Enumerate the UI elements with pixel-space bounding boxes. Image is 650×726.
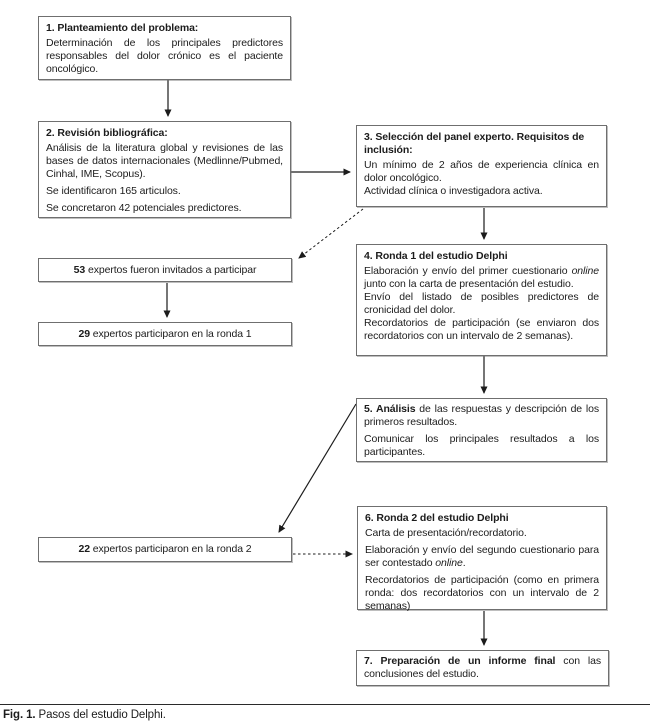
step-text: Recordatorios de participación (se envia… <box>364 317 599 342</box>
step-title: 3. Selección del panel experto. Requisit… <box>364 131 585 156</box>
step-text: Recordatorios de participación (como en … <box>365 574 599 612</box>
step-box-6-ronda-2: 6. Ronda 2 del estudio Delphi Carta de p… <box>357 506 607 612</box>
figure-caption-label: Fig. 1. <box>3 709 36 721</box>
count-box-invited: 53 expertos fueron invitados a participa… <box>38 258 292 282</box>
step-text: 7. Preparación de un informe final con l… <box>364 655 601 680</box>
figure-caption: Fig. 1.Pasos del estudio Delphi. <box>3 709 166 721</box>
online-italic: online <box>435 557 463 569</box>
count-box-round2: 22 expertos participaron en la ronda 2 <box>38 537 292 562</box>
step-text: Carta de presentación/recordatorio. <box>365 527 527 539</box>
step-box-7-informe-final: 7. Preparación de un informe final con l… <box>356 650 609 686</box>
step-title: 1. Planteamiento del problema: <box>46 22 199 34</box>
count-text: 22 expertos participaron en la ronda 2 <box>78 543 252 555</box>
online-italic: online <box>571 265 600 277</box>
step-title: 4. Ronda 1 del estudio Delphi <box>364 250 508 262</box>
step-text: Se concretaron 42 potenciales predictore… <box>46 202 242 214</box>
step-text: Actividad clínica o investigadora activa… <box>364 185 543 197</box>
step-box-4-ronda-1: 4. Ronda 1 del estudio Delphi Elaboració… <box>356 244 607 356</box>
step-text: Comunicar los principales resultados a l… <box>364 433 599 458</box>
step-box-2-revision: 2. Revisión bibliográfica: Análisis de l… <box>38 121 291 218</box>
step-title: 6. Ronda 2 del estudio Delphi <box>365 512 509 524</box>
step-text: Análisis de la literatura global y revis… <box>46 142 283 180</box>
arrow-step5-to-round2 <box>278 403 357 533</box>
caption-divider <box>0 704 650 705</box>
step-text: Elaboración y envío del primer cuestiona… <box>364 265 600 290</box>
figure-caption-text: Pasos del estudio Delphi. <box>38 709 166 721</box>
dashed-arrow-step3-to-invited <box>298 208 364 259</box>
step-box-1-planteamiento: 1. Planteamiento del problema: Determina… <box>38 16 291 80</box>
step-text: Elaboración y envío del segundo cuestion… <box>365 544 599 569</box>
count-box-round1: 29 expertos participaron en la ronda 1 <box>38 322 292 346</box>
count-text: 29 expertos participaron en la ronda 1 <box>78 327 252 340</box>
step-text: Determinación de los principales predict… <box>46 37 283 75</box>
step-text: Se identificaron 165 articulos. <box>46 185 181 197</box>
step-box-5-analisis: 5. Análisis de las respuestas y descripc… <box>356 398 607 462</box>
step-text: Un mínimo de 2 años de experiencia clíni… <box>364 159 599 184</box>
count-text: 53 expertos fueron invitados a participa… <box>73 263 257 276</box>
step-title: 2. Revisión bibliográfica: <box>46 127 168 139</box>
step-text: Envío del listado de posibles predictore… <box>364 291 599 316</box>
step-text: 5. Análisis de las respuestas y descripc… <box>364 403 599 428</box>
step-box-3-seleccion-panel: 3. Selección del panel experto. Requisit… <box>356 125 607 207</box>
